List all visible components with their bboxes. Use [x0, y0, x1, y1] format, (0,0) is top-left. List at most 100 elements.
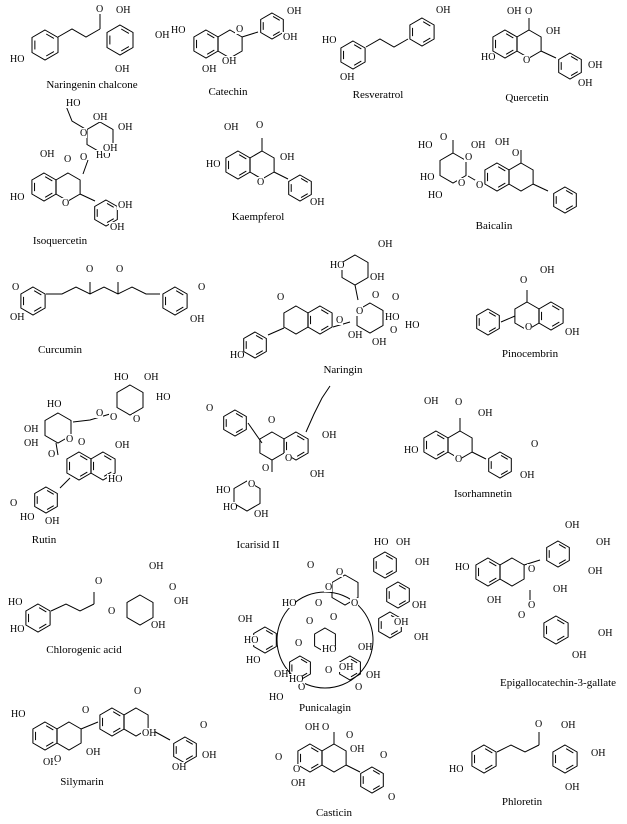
atom-label: O: [108, 606, 115, 617]
atom-label: O: [325, 582, 332, 593]
atom-label: HO: [96, 150, 110, 161]
structure-baicalin: [439, 140, 577, 214]
compound-label: Naringin: [323, 364, 363, 376]
atom-label: O: [277, 292, 284, 303]
atom-label: OH: [238, 614, 252, 625]
atom-label: HO: [322, 644, 336, 655]
atom-label: OH: [591, 748, 605, 759]
ring: [249, 150, 275, 180]
atom-label: OH: [520, 470, 534, 481]
atom-label: OH: [339, 662, 353, 673]
atom-label: OH: [588, 60, 602, 71]
ring: [32, 721, 58, 751]
atom-label: OH: [596, 537, 610, 548]
compound-label: Isoquercetin: [33, 235, 88, 247]
atom-label: OH: [10, 312, 24, 323]
atom-label: OH: [151, 620, 165, 631]
atom-label: O: [455, 454, 462, 465]
atom-label: OH: [43, 757, 57, 768]
ring: [20, 286, 46, 316]
atom-label: OH: [280, 152, 294, 163]
atom-label: OH: [546, 26, 560, 37]
atom-label: HO: [404, 445, 418, 456]
atom-label: O: [248, 479, 255, 490]
atom-label: OH: [372, 337, 386, 348]
ring: [553, 186, 577, 214]
atom-label: OH: [348, 330, 362, 341]
atom-label: O: [257, 177, 264, 188]
atom-label: HO: [10, 624, 24, 635]
ring: [283, 431, 309, 461]
atom-label: O: [307, 560, 314, 571]
atom-label: O: [306, 616, 313, 627]
atom-label: HO: [223, 502, 237, 513]
ring: [34, 486, 58, 514]
ring: [55, 172, 81, 202]
structure-casticin: [297, 732, 384, 794]
atom-label: O: [80, 128, 87, 139]
atom-label: HO: [66, 98, 80, 109]
compound-label: Casticin: [316, 807, 353, 819]
atom-label: OH: [115, 440, 129, 451]
atom-label: O: [134, 686, 141, 697]
atom-label: O: [336, 315, 343, 326]
ring: [484, 162, 510, 192]
atom-label: OH: [565, 782, 579, 793]
atom-label: O: [48, 449, 55, 460]
atom-label: HO: [8, 597, 22, 608]
atom-label: OH: [340, 72, 354, 83]
atom-label: O: [525, 322, 532, 333]
atom-label: HO: [206, 159, 220, 170]
ring: [233, 480, 261, 512]
atom-label: OH: [283, 32, 297, 43]
atom-label: O: [535, 719, 542, 730]
atom-label: O: [476, 180, 483, 191]
atom-label: OH: [116, 5, 130, 16]
structure-phloretin: [471, 732, 578, 774]
ring: [297, 743, 323, 773]
atom-label: OH: [572, 650, 586, 661]
ring: [173, 736, 197, 764]
compound-label: Curcumin: [38, 344, 82, 356]
compound-label: Baicalin: [476, 220, 513, 232]
atom-label: O: [465, 152, 472, 163]
ring: [253, 626, 277, 654]
atom-label: OH: [45, 516, 59, 527]
atom-label: HO: [385, 312, 399, 323]
atom-label: O: [116, 264, 123, 275]
ring: [66, 451, 92, 481]
atom-label: O: [95, 576, 102, 587]
atom-label: OH: [310, 469, 324, 480]
ring: [373, 551, 397, 579]
atom-label: OH: [174, 596, 188, 607]
atom-label: O: [96, 408, 103, 419]
atom-label: OH: [578, 78, 592, 89]
atom-label: O: [298, 682, 305, 693]
atom-label: HO: [374, 537, 388, 548]
structure-pinocembrin: [476, 290, 564, 336]
atom-label: OH: [358, 642, 372, 653]
atom-label: OH: [414, 632, 428, 643]
atom-label: O: [293, 764, 300, 775]
atom-label: O: [169, 582, 176, 593]
ring: [283, 305, 309, 335]
atom-label: O: [525, 6, 532, 17]
atom-label: OH: [310, 197, 324, 208]
atom-label: OH: [287, 6, 301, 17]
atom-label: OH: [588, 566, 602, 577]
compound-label: Chlorogenic acid: [46, 644, 122, 656]
ring: [340, 40, 366, 70]
atom-label: HO: [322, 35, 336, 46]
structure-naringenin-chalcone: [31, 14, 134, 61]
atom-label: OH: [424, 396, 438, 407]
atom-label: OH: [24, 438, 38, 449]
atom-label: O: [390, 325, 397, 336]
atom-label: OH: [394, 617, 408, 628]
ring: [508, 162, 534, 192]
atom-label: OH: [202, 750, 216, 761]
